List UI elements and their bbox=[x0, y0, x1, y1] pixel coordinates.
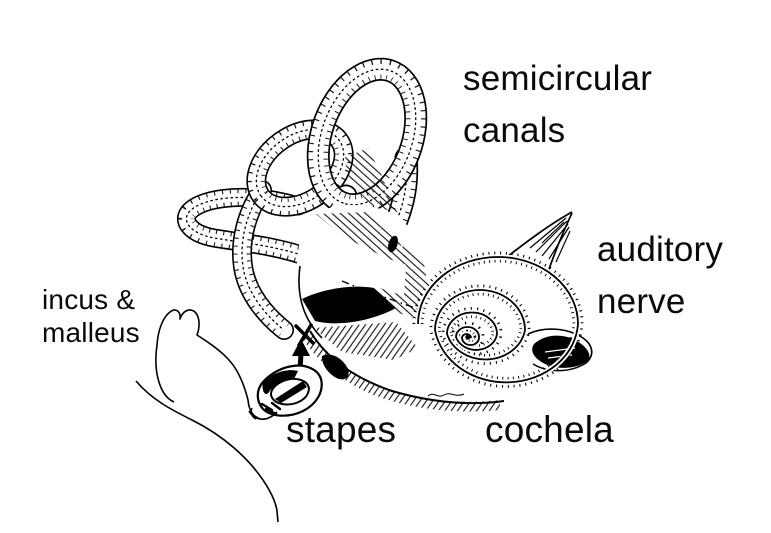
label-cochlea: cochela bbox=[485, 409, 614, 450]
body-dark-fold bbox=[321, 354, 349, 380]
label-semicircular-line1: semicircular bbox=[463, 59, 653, 98]
label-incus-malleus: incus & malleus bbox=[42, 283, 140, 349]
label-semicircular-canals: semicircular canals bbox=[463, 53, 652, 157]
label-auditory-line2: nerve bbox=[597, 282, 686, 321]
arrow-up-icon bbox=[292, 339, 310, 356]
label-auditory-nerve: auditory nerve bbox=[597, 224, 723, 328]
auditory-nerve-drawing bbox=[502, 211, 573, 273]
label-auditory-line1: auditory bbox=[597, 230, 724, 269]
incus-malleus-outline bbox=[135, 309, 279, 523]
cochlea-blob-outline bbox=[527, 328, 593, 372]
label-incus-line1: incus & bbox=[42, 284, 136, 315]
cochlea-drawing bbox=[418, 257, 593, 397]
cochlea-apex-dot bbox=[465, 334, 471, 340]
label-semicircular-line2: canals bbox=[463, 111, 566, 150]
label-stapes: stapes bbox=[286, 409, 397, 450]
label-incus-line2: malleus bbox=[42, 317, 140, 348]
stapes-drawing bbox=[248, 364, 323, 420]
artist-signature-squiggle bbox=[427, 393, 465, 397]
vestibule-dark-notch bbox=[387, 235, 399, 253]
